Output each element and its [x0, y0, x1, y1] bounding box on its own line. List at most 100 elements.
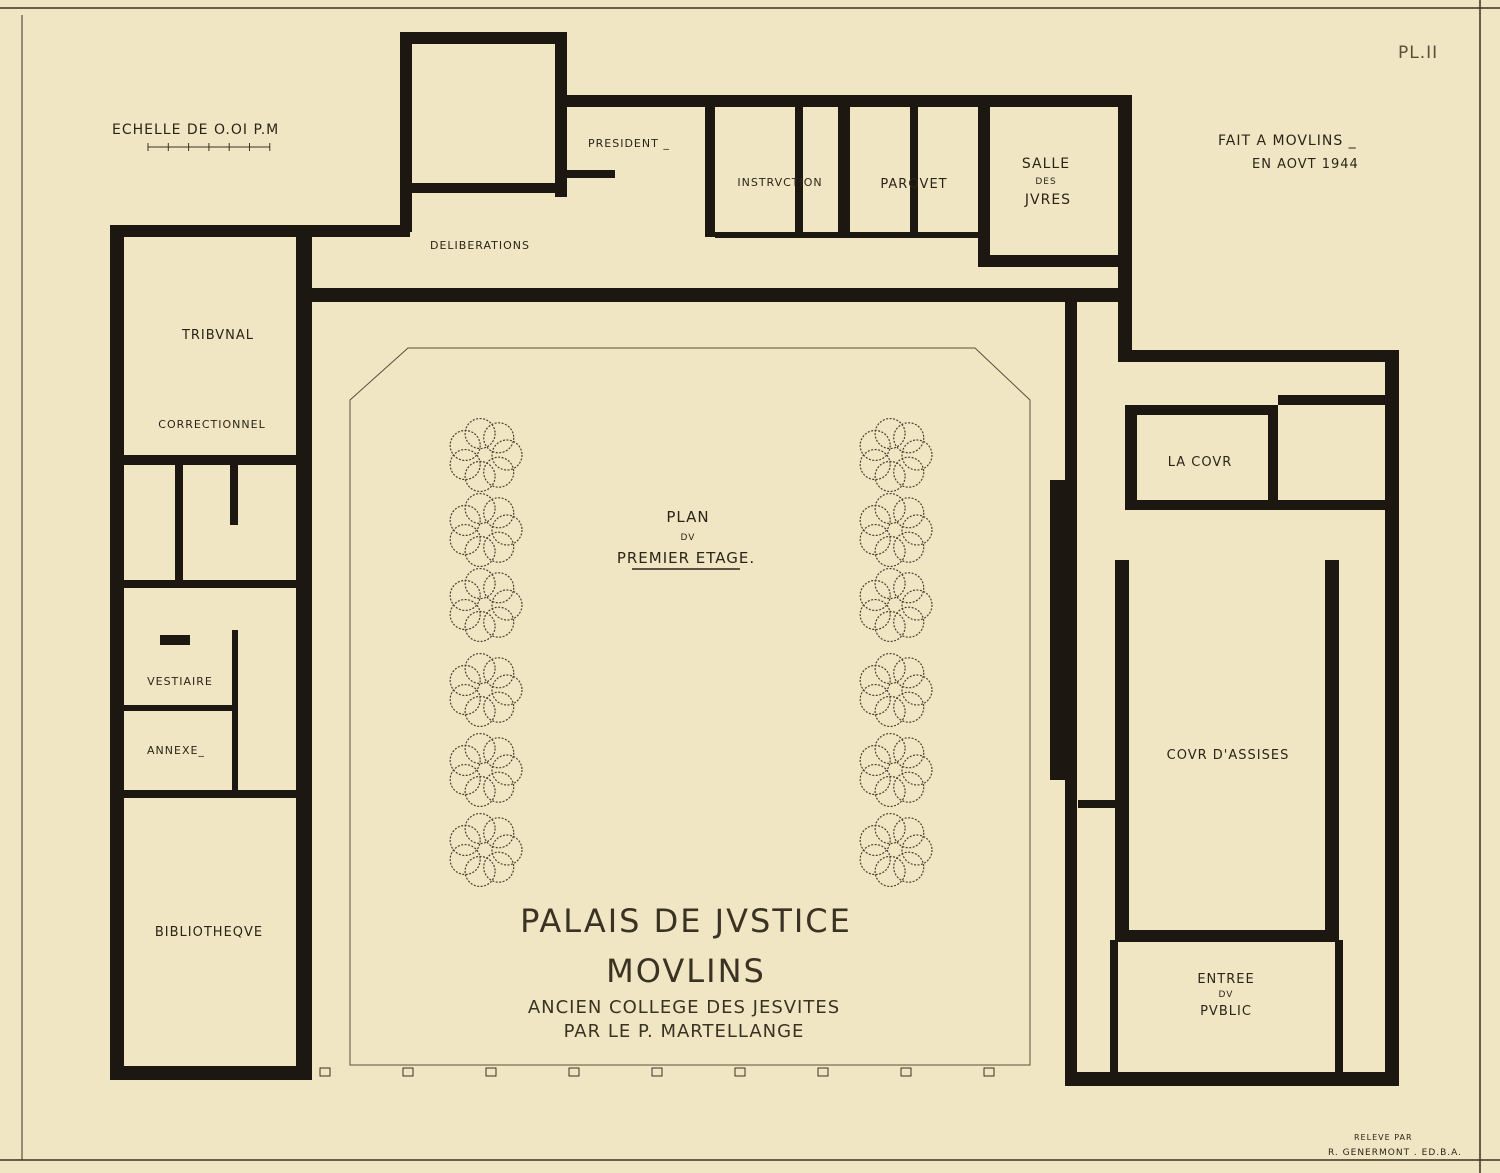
tree-lobe	[859, 664, 891, 697]
plan-label-line2: DV	[681, 533, 696, 543]
wall	[715, 232, 985, 238]
tree-lobe	[483, 497, 515, 529]
wall	[555, 170, 615, 178]
room-des: DES	[1035, 177, 1056, 187]
plan-label-line3: PREMIER ETAGE.	[617, 549, 755, 567]
tree-lobe	[893, 606, 925, 638]
tree-lobe	[491, 754, 523, 786]
tree-lobe	[464, 610, 496, 643]
tree-lobe	[859, 763, 891, 796]
room-public: PVBLIC	[1200, 1004, 1252, 1019]
wall	[1125, 500, 1395, 510]
tree-lobe	[491, 439, 523, 471]
tree-lobe	[893, 497, 925, 529]
tree-lobe	[464, 695, 496, 728]
wall	[400, 32, 412, 232]
room-la-cour: LA COVR	[1168, 455, 1233, 470]
tree-lobe	[449, 843, 481, 876]
window	[319, 1067, 331, 1077]
tree-lobe	[893, 422, 925, 454]
tree-lobe	[464, 417, 496, 450]
tree-lobe	[874, 695, 906, 728]
window	[568, 1067, 580, 1077]
window	[900, 1067, 912, 1077]
window	[402, 1067, 414, 1077]
room-tribunal: TRIBVNAL	[181, 328, 254, 343]
plate-number: PL.II	[1398, 43, 1438, 63]
wall	[412, 183, 555, 193]
tree-lobe	[893, 657, 925, 689]
tree-lobe	[449, 448, 481, 481]
wall	[1125, 405, 1270, 415]
tree-lobe	[901, 754, 933, 786]
tree-lobe	[483, 851, 515, 883]
tree-lobe	[893, 572, 925, 604]
wall	[910, 107, 918, 237]
courtyard-outline	[349, 347, 1031, 1066]
tree-lobe	[874, 417, 906, 450]
wall	[978, 255, 1128, 267]
tree-lobe	[893, 691, 925, 723]
wall	[175, 465, 183, 580]
wall	[1125, 405, 1137, 505]
tree-lobe	[449, 683, 481, 716]
wall	[1078, 800, 1118, 808]
wall	[300, 288, 1130, 302]
tree-lobe	[464, 775, 496, 808]
tree-lobe	[901, 439, 933, 471]
tree-lobe	[449, 523, 481, 556]
title-line4: PAR LE P. MARTELLANGE	[564, 1021, 805, 1042]
tree-lobe	[859, 448, 891, 481]
tree-lobe	[464, 732, 496, 765]
wall	[978, 107, 990, 267]
tree-lobe	[483, 817, 515, 849]
tree-lobe	[464, 492, 496, 525]
tree-lobe	[483, 606, 515, 638]
tree-lobe	[464, 535, 496, 568]
tree-lobe	[491, 589, 523, 621]
wall	[232, 630, 238, 795]
tree-lobe	[859, 824, 891, 857]
tree-lobe	[874, 610, 906, 643]
courtyard-trees	[449, 417, 933, 888]
tree-lobe	[449, 598, 481, 631]
tree-lobe	[464, 652, 496, 685]
tree-lobe	[464, 567, 496, 600]
tree-lobe	[449, 824, 481, 857]
window	[651, 1067, 663, 1077]
title-line1: PALAIS DE JVSTICE	[520, 902, 852, 940]
wall	[230, 465, 238, 525]
tree-lobe	[483, 572, 515, 604]
plan-label-line1: PLAN	[666, 508, 709, 526]
room-parquet: PARQVET	[880, 177, 947, 192]
wall	[110, 1066, 310, 1080]
wall	[1268, 405, 1278, 505]
room-du: DV	[1219, 990, 1234, 1000]
tree-lobe	[874, 460, 906, 493]
tree-lobe	[893, 817, 925, 849]
tree-lobe	[449, 504, 481, 537]
wall	[400, 32, 567, 44]
tree-lobe	[859, 504, 891, 537]
room-president: PRESIDENT _	[588, 137, 670, 150]
tree-lobe	[483, 691, 515, 723]
wall	[1325, 560, 1339, 940]
tree-lobe	[491, 514, 523, 546]
tree-lobe	[893, 456, 925, 488]
wall	[1118, 350, 1398, 362]
tree-lobe	[859, 843, 891, 876]
window	[817, 1067, 829, 1077]
wall	[795, 107, 803, 237]
room-bibliotheque: BIBLIOTHEQVE	[155, 925, 263, 940]
tree-lobe	[483, 657, 515, 689]
tree-lobe	[449, 744, 481, 777]
tree-lobe	[859, 579, 891, 612]
room-salle: SALLE	[1022, 156, 1070, 172]
room-vestiaire: VESTIAIRE	[147, 675, 213, 688]
tree-lobe	[874, 855, 906, 888]
wall	[1065, 1072, 1399, 1086]
room-cour-assises: COVR D'ASSISES	[1167, 748, 1290, 763]
tree-lobe	[874, 732, 906, 765]
